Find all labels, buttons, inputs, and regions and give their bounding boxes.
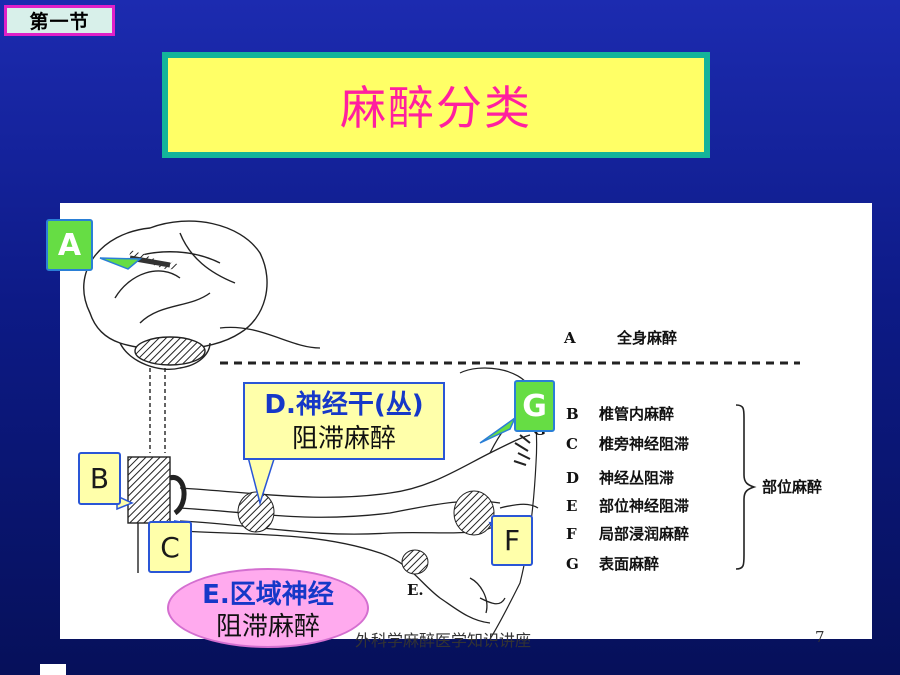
legend-text: 椎旁神经阻滞	[599, 435, 689, 453]
legend-brace	[735, 404, 757, 570]
legend-text: 部位神经阻滞	[599, 497, 689, 515]
callout-a: A	[46, 219, 93, 271]
anesthesia-diagram: G E. A 全身麻醉 B 椎管内麻醉 C 椎旁神经阻滞 D 神经丛阻滞 E 部…	[60, 203, 872, 640]
callout-c: C	[148, 521, 192, 573]
legend-letter: C	[566, 435, 578, 453]
legend-text: 神经丛阻滞	[599, 469, 674, 487]
slide-footer: 外科学麻醉医学知识讲座	[355, 631, 532, 650]
corner-marker	[40, 664, 66, 675]
legend-group-label: 部位麻醉	[762, 478, 822, 496]
callout-e: E.区域神经 阻滞麻醉	[167, 568, 369, 648]
callout-d-line1: D.神经干(丛)	[264, 390, 424, 420]
legend-letter: F	[566, 525, 577, 543]
callout-b: B	[78, 452, 121, 505]
section-label: 第一节	[4, 5, 115, 36]
slide-title: 麻醉分类	[162, 52, 710, 158]
brain-drawing	[83, 220, 268, 573]
legend-letter: B	[566, 405, 579, 423]
page-number: 7	[815, 628, 825, 646]
legend-text: 局部浸润麻醉	[598, 525, 689, 543]
callout-e-line1: E.区域神经	[202, 580, 334, 610]
legend-text: 表面麻醉	[599, 555, 659, 573]
callout-e-line2: 阻滞麻醉	[215, 612, 320, 642]
legend-letter: G	[566, 555, 579, 573]
legend-text: 椎管内麻醉	[599, 405, 674, 423]
legend-letter: E	[566, 497, 577, 515]
callout-g: G	[514, 380, 555, 432]
legend-letter: D	[566, 469, 579, 487]
callout-d: D.神经干(丛) 阻滞麻醉	[243, 382, 445, 460]
figure-mark-e: E.	[407, 581, 424, 599]
legend-text-a: 全身麻醉	[616, 329, 677, 347]
legend-letter-a: A	[563, 329, 576, 347]
callout-f: F	[491, 515, 533, 566]
nerve-lines	[179, 326, 539, 640]
callout-d-line2: 阻滞麻醉	[291, 424, 396, 454]
